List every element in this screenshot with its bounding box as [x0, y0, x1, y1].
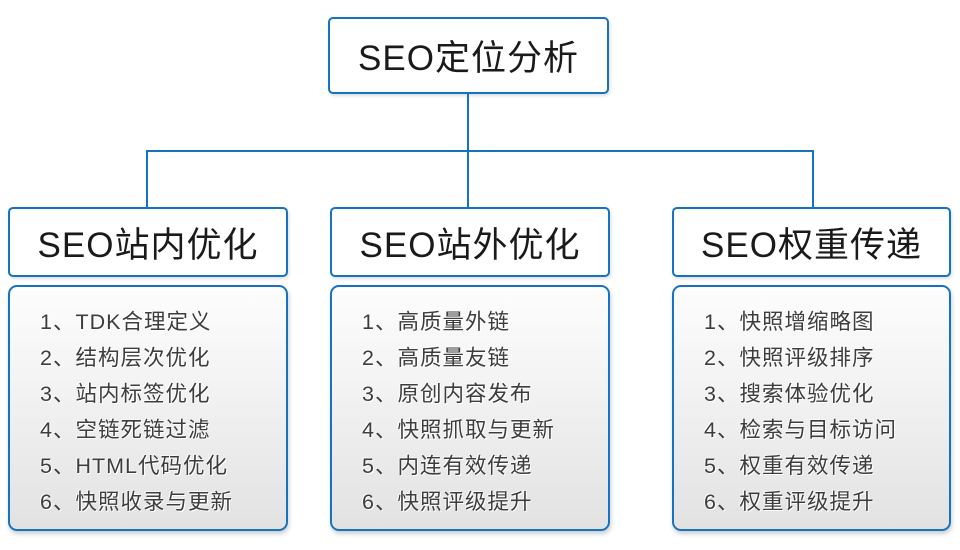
list-item: 3、原创内容发布	[362, 382, 533, 406]
branch-list-offsite-optimization: 1、高质量外链 2、高质量友链 3、原创内容发布 4、快照抓取与更新 5、内连有…	[330, 285, 610, 531]
list-item: 6、快照评级提升	[362, 490, 533, 514]
branch-list-weight-transfer: 1、快照增缩略图 2、快照评级排序 3、搜索体验优化 4、检索与目标访问 5、权…	[672, 285, 951, 531]
list-item: 2、高质量友链	[362, 346, 510, 370]
list-item: 1、高质量外链	[362, 310, 510, 334]
root-node-seo-positioning-analysis: SEO定位分析	[328, 17, 609, 94]
list-item: 6、快照收录与更新	[40, 490, 233, 514]
list-item: 1、快照增缩略图	[704, 310, 875, 334]
list-item: 2、快照评级排序	[704, 346, 875, 370]
connector-root-stem	[467, 94, 469, 151]
list-item: 4、快照抓取与更新	[362, 418, 555, 442]
list-item: 1、TDK合理定义	[40, 310, 212, 334]
branch-title-weight-transfer: SEO权重传递	[672, 207, 951, 277]
list-item: 2、结构层次优化	[40, 346, 211, 370]
branch-title-onsite-optimization: SEO站内优化	[8, 207, 288, 277]
list-item: 4、空链死链过滤	[40, 418, 211, 442]
list-item: 4、检索与目标访问	[704, 418, 897, 442]
branch-title-offsite-optimization: SEO站外优化	[330, 207, 610, 277]
list-item: 5、内连有效传递	[362, 454, 533, 478]
connector-drop-center	[467, 150, 469, 207]
connector-drop-left	[146, 150, 148, 207]
list-item: 5、权重有效传递	[704, 454, 875, 478]
connector-drop-right	[812, 150, 814, 207]
list-item: 3、搜索体验优化	[704, 382, 875, 406]
list-item: 5、HTML代码优化	[40, 454, 228, 478]
list-item: 6、权重评级提升	[704, 490, 875, 514]
connector-horizontal-bar	[146, 150, 814, 152]
list-item: 3、站内标签优化	[40, 382, 211, 406]
branch-list-onsite-optimization: 1、TDK合理定义 2、结构层次优化 3、站内标签优化 4、空链死链过滤 5、H…	[8, 285, 288, 531]
